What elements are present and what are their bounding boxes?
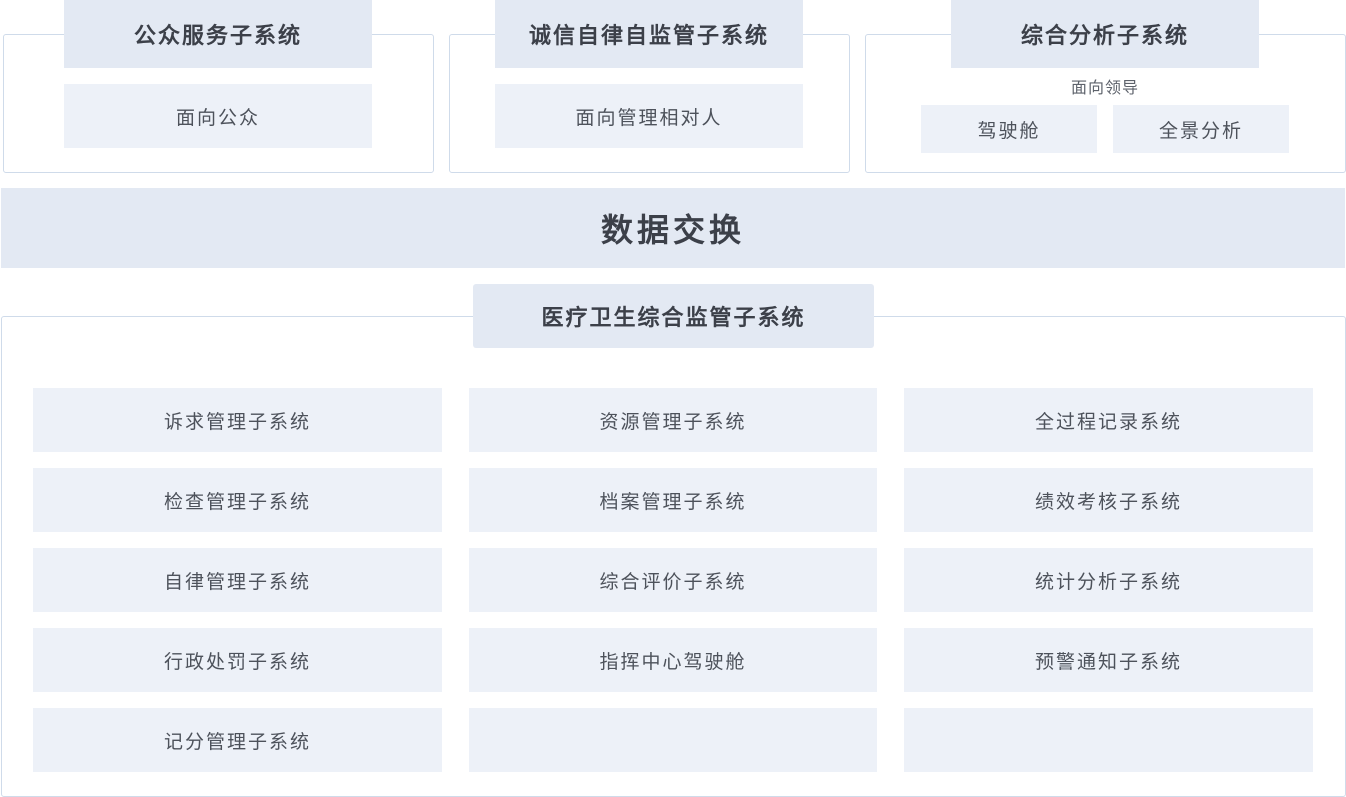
- grid-cell-r1-c2: 资源管理子系统: [469, 388, 877, 452]
- grid-cell-r1-c1: 诉求管理子系统: [33, 388, 442, 452]
- regulated-party-item: 面向管理相对人: [495, 84, 803, 148]
- grid-cell-r4-c3: 预警通知子系统: [904, 628, 1313, 692]
- comprehensive-analysis-title: 综合分析子系统: [951, 0, 1259, 68]
- grid-cell-r4-c2: 指挥中心驾驶舱: [469, 628, 877, 692]
- healthcare-supervision-title: 医疗卫生综合监管子系统: [473, 284, 874, 348]
- public-service-title: 公众服务子系统: [64, 0, 372, 68]
- data-exchange-band: 数据交换: [1, 188, 1345, 268]
- panorama-analysis-item: 全景分析: [1113, 105, 1289, 153]
- grid-cell-r5-c1: 记分管理子系统: [33, 708, 442, 772]
- grid-cell-r2-c1: 检查管理子系统: [33, 468, 442, 532]
- grid-cell-r5-c3-empty: [904, 708, 1313, 772]
- grid-cell-r5-c2-empty: [469, 708, 877, 772]
- cockpit-item: 驾驶舱: [921, 105, 1097, 153]
- grid-cell-r4-c1: 行政处罚子系统: [33, 628, 442, 692]
- grid-cell-r2-c2: 档案管理子系统: [469, 468, 877, 532]
- integrity-selfreg-title: 诚信自律自监管子系统: [495, 0, 803, 68]
- grid-cell-r2-c3: 绩效考核子系统: [904, 468, 1313, 532]
- grid-cell-r3-c3: 统计分析子系统: [904, 548, 1313, 612]
- grid-cell-r1-c3: 全过程记录系统: [904, 388, 1313, 452]
- leadership-facing-note: 面向领导: [1070, 78, 1139, 97]
- public-facing-item: 面向公众: [64, 84, 372, 148]
- grid-cell-r3-c1: 自律管理子系统: [33, 548, 442, 612]
- grid-cell-r3-c2: 综合评价子系统: [469, 548, 877, 612]
